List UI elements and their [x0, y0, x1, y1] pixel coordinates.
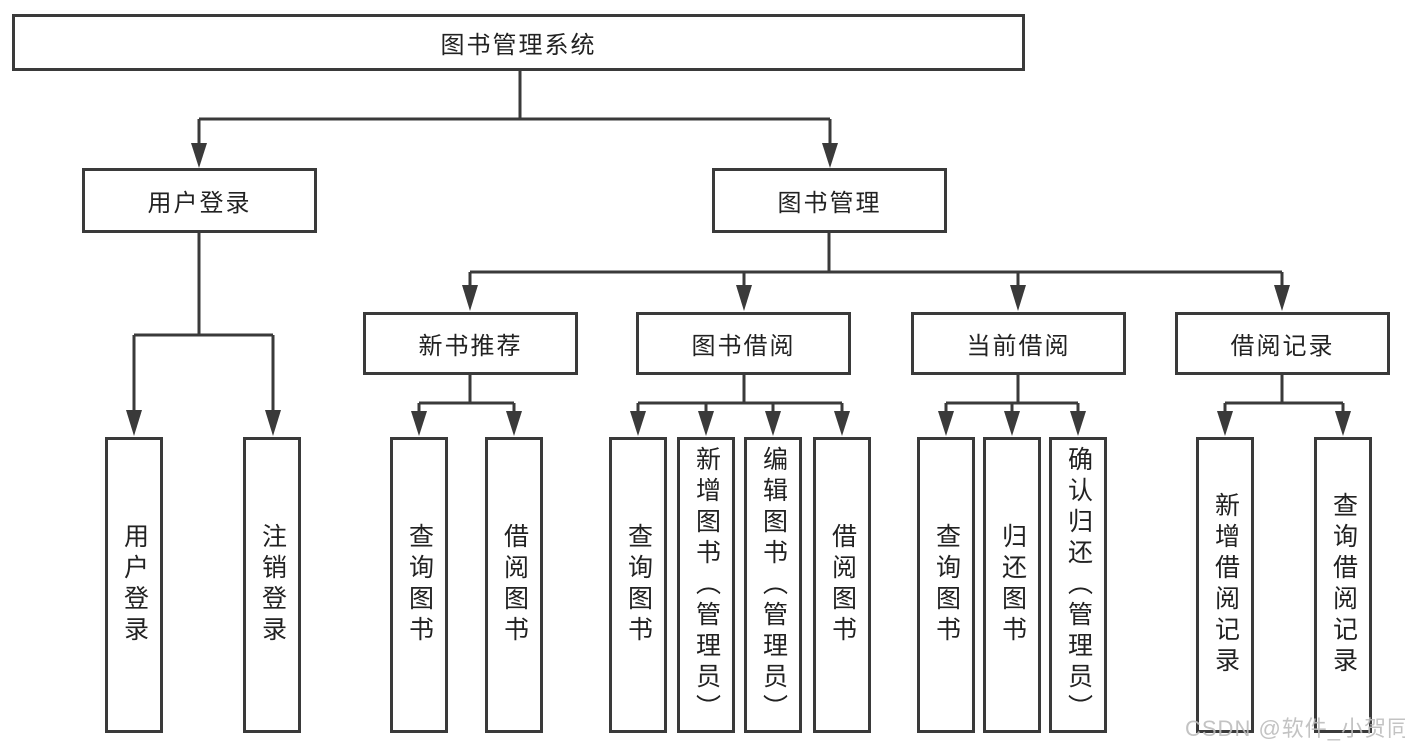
leaf-query-books-recommend: 查询图书	[390, 437, 448, 733]
node-label: 借阅记录	[1230, 333, 1335, 360]
connector-borrow-to-leaves	[630, 375, 850, 436]
arrowhead	[126, 410, 142, 436]
leaf-label: 查询图书	[405, 523, 434, 647]
node-borrow-records: 借阅记录	[1175, 312, 1390, 375]
leaf-label: 借阅图书	[828, 523, 857, 647]
node-root-system: 图书管理系统	[12, 14, 1025, 71]
leaf-query-borrow-record: 查询借阅记录	[1314, 437, 1372, 733]
arrowhead	[265, 410, 281, 436]
arrowhead	[822, 143, 838, 168]
node-label: 用户登录	[147, 190, 252, 217]
leaf-logout: 注销登录	[243, 437, 301, 733]
leaf-edit-books-admin: 编辑图书（管理员）	[744, 437, 802, 733]
node-new-book-recommend: 新书推荐	[363, 312, 578, 375]
arrowhead	[1335, 411, 1351, 436]
node-label: 图书管理	[777, 190, 882, 217]
arrowhead	[1004, 411, 1020, 436]
leaf-confirm-return-admin: 确认归还（管理员）	[1049, 437, 1107, 733]
arrowhead	[1274, 285, 1290, 311]
node-label: 图书借阅	[691, 333, 796, 360]
node-user-login: 用户登录	[82, 168, 317, 233]
leaf-label: 确认归还（管理员）	[1064, 445, 1093, 725]
leaf-label: 查询借阅记录	[1329, 492, 1358, 678]
leaf-query-books-current: 查询图书	[917, 437, 975, 733]
connector-newbook-to-leaves	[411, 375, 522, 436]
connector-userlogin-to-leaves	[126, 233, 281, 436]
arrowhead	[191, 143, 207, 168]
node-label: 当前借阅	[966, 333, 1071, 360]
leaf-query-books-borrow: 查询图书	[609, 437, 667, 733]
arrowhead	[938, 411, 954, 436]
arrowhead	[1217, 411, 1233, 436]
leaf-label: 借阅图书	[500, 523, 529, 647]
leaf-return-books: 归还图书	[983, 437, 1041, 733]
arrowhead	[834, 411, 850, 436]
node-current-borrow: 当前借阅	[911, 312, 1126, 375]
arrowhead	[630, 411, 646, 436]
arrowhead	[698, 411, 714, 436]
leaf-add-borrow-record: 新增借阅记录	[1196, 437, 1254, 733]
arrowhead	[411, 411, 427, 436]
node-label: 新书推荐	[418, 333, 523, 360]
leaf-label: 归还图书	[998, 523, 1027, 647]
connector-bookmgmt-to-level3	[462, 233, 1290, 311]
connector-current-to-leaves	[938, 375, 1086, 436]
csdn-watermark: CSDN @软件_小贺同学	[1185, 716, 1405, 741]
node-book-management: 图书管理	[712, 168, 947, 233]
arrowhead	[765, 411, 781, 436]
leaf-user-login: 用户登录	[105, 437, 163, 733]
leaf-label: 新增图书（管理员）	[692, 445, 721, 725]
leaf-label: 编辑图书（管理员）	[759, 445, 788, 725]
connector-root-to-level2	[191, 71, 838, 168]
leaf-label: 注销登录	[258, 523, 287, 647]
leaf-label: 查询图书	[624, 523, 653, 647]
node-label: 图书管理系统	[440, 32, 597, 59]
leaf-borrow-books-recommend: 借阅图书	[485, 437, 543, 733]
arrowhead	[736, 285, 752, 311]
leaf-add-books-admin: 新增图书（管理员）	[677, 437, 735, 733]
arrowhead	[1010, 285, 1026, 311]
arrowhead	[506, 411, 522, 436]
arrowhead	[462, 285, 478, 311]
leaf-label: 查询图书	[932, 523, 961, 647]
leaf-borrow-books: 借阅图书	[813, 437, 871, 733]
leaf-label: 用户登录	[120, 523, 149, 647]
node-book-borrow: 图书借阅	[636, 312, 851, 375]
connector-records-to-leaves	[1217, 375, 1351, 436]
leaf-label: 新增借阅记录	[1211, 492, 1240, 678]
arrowhead	[1070, 411, 1086, 436]
